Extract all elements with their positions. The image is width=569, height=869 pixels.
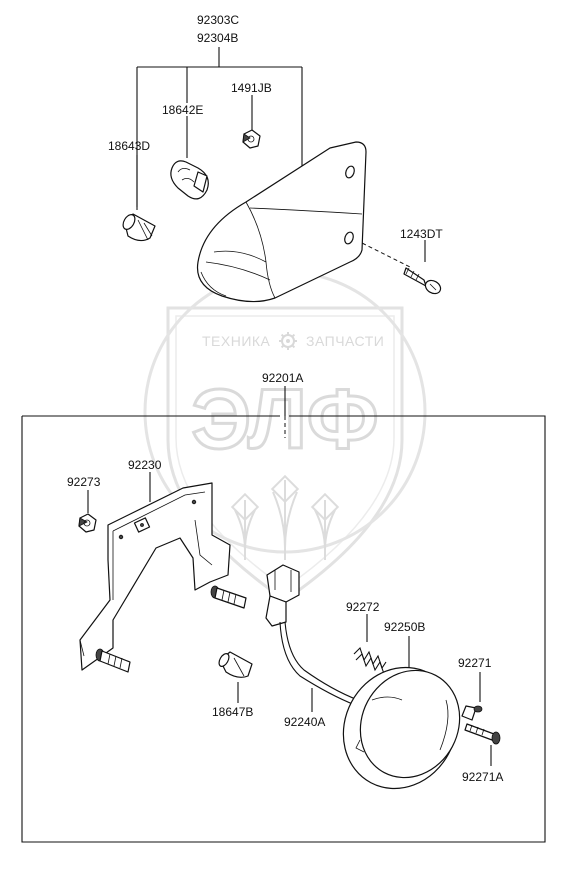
fog-lamp-92250b <box>342 636 461 790</box>
label-18643d: 18643D <box>108 139 150 153</box>
gear-icon <box>279 332 297 350</box>
label-92303c: 92303C <box>197 13 239 27</box>
label-92230: 92230 <box>128 458 162 472</box>
bulb-18643d <box>122 213 156 242</box>
label-92304b: 92304B <box>197 31 238 45</box>
bulb-18642e <box>170 160 209 200</box>
label-92240a: 92240A <box>284 715 325 729</box>
label-92273: 92273 <box>67 475 101 489</box>
part-labels: 92303C 92304B 1491JB 18642E 18643D 1243D… <box>67 13 503 784</box>
label-92271: 92271 <box>458 656 492 670</box>
label-1491jb: 1491JB <box>231 81 272 95</box>
label-18642e: 18642E <box>162 103 203 117</box>
nut-92273 <box>78 490 97 533</box>
label-92201a: 92201A <box>262 371 303 385</box>
screw-92271 <box>461 672 483 721</box>
bracket-92230 <box>79 472 231 671</box>
leader-lines-top <box>136 47 426 269</box>
watermark-wheat <box>230 474 340 560</box>
watermark-text-left: ТЕХНИКА <box>202 333 271 349</box>
label-1243dt: 1243DT <box>400 227 443 241</box>
screw-1243dt <box>403 267 442 295</box>
label-18647b: 18647B <box>212 705 253 719</box>
bracket-bolt-lower <box>95 648 131 673</box>
side-lamp-housing <box>196 141 367 303</box>
label-92272: 92272 <box>346 600 380 614</box>
bracket-bolt-upper <box>210 585 247 609</box>
spring-92272 <box>353 614 387 675</box>
label-92271a: 92271A <box>462 770 503 784</box>
nut-1491jb <box>242 129 261 149</box>
wire-harness-92240a <box>265 564 359 712</box>
watermark: ТЕХНИКА ЗАПЧАСТИ ЭЛФ <box>143 270 427 602</box>
watermark-text-right: ЗАПЧАСТИ <box>306 333 384 349</box>
screw-92271a <box>464 723 501 766</box>
lower-assembly-box <box>21 386 546 843</box>
label-92250b: 92250B <box>384 620 425 634</box>
bulb-18647b <box>218 651 253 703</box>
